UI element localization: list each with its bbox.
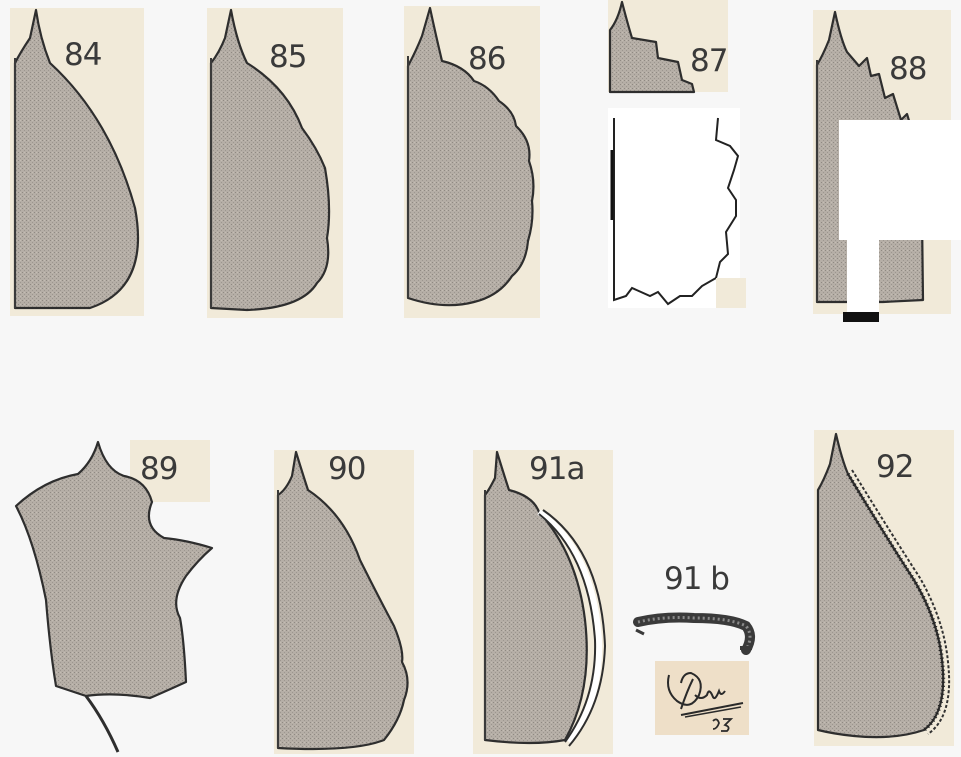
figure-88: 88 [813, 10, 961, 324]
signature-mark [655, 661, 749, 735]
figure-91b: 91 b [634, 560, 764, 660]
leaf-91b-cross-section [634, 560, 764, 660]
figure-label-84: 84 [64, 40, 101, 71]
leaf-89-drawing [14, 440, 214, 754]
figure-85: 85 [207, 8, 343, 318]
figure-label-85: 85 [269, 42, 306, 73]
leaf-91a-drawing [473, 450, 613, 754]
figure-label-92: 92 [876, 452, 913, 483]
figure-label-90: 90 [328, 454, 365, 485]
figure-92: 92 [814, 430, 954, 746]
leaf-88-drawing [813, 10, 961, 324]
figure-86: 86 [404, 6, 540, 318]
figure-91a: 91a [473, 450, 613, 754]
figure-84: 84 [10, 8, 144, 316]
figure-label-88: 88 [889, 54, 926, 85]
artist-signature [655, 661, 749, 735]
figure-label-87: 87 [690, 46, 727, 77]
figure-87: 87 [608, 0, 748, 316]
leaf-90-drawing [274, 450, 414, 754]
figure-label-91a: 91a [529, 454, 584, 485]
figure-label-86: 86 [468, 44, 505, 75]
figure-label-89: 89 [140, 454, 177, 485]
figure-89: 89 [14, 440, 214, 754]
figure-90: 90 [274, 450, 414, 754]
